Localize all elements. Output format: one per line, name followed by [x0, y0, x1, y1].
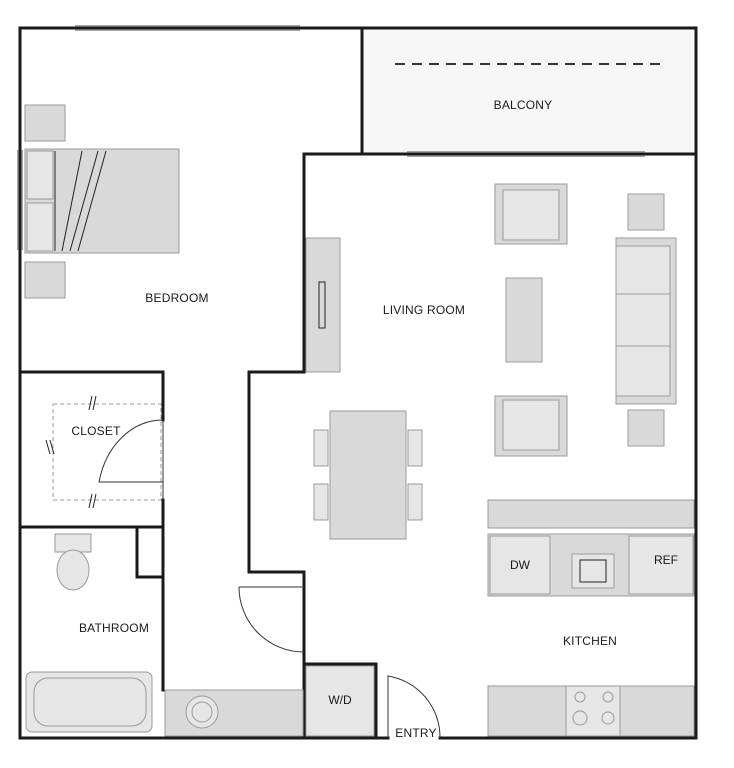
toilet-tank: [54, 533, 92, 553]
chair-2: [313, 483, 329, 521]
windows: [17, 25, 645, 250]
label-bathroom: BATHROOM: [79, 621, 149, 635]
label-bedroom: BEDROOM: [145, 291, 208, 305]
label-refrigerator: REF: [654, 553, 678, 567]
label-kitchen: KITCHEN: [563, 634, 617, 648]
tv-console: [305, 237, 341, 373]
label-entry: ENTRY: [395, 726, 436, 740]
label-washer-dryer: W/D: [328, 693, 352, 707]
pillow-2: [26, 202, 54, 252]
pillow-1: [26, 150, 54, 200]
kitchen-upper-counter: [487, 499, 695, 529]
living-furniture: [305, 183, 677, 457]
kitchen-sink: [571, 553, 615, 589]
refrigerator: [628, 535, 694, 595]
label-dishwasher: DW: [510, 558, 531, 572]
bathroom-fixtures: [25, 533, 305, 737]
label-balcony: BALCONY: [494, 98, 553, 112]
walls: [18, 26, 698, 740]
bedroom-furniture: [24, 104, 180, 299]
chair-1: [313, 429, 329, 467]
bathtub-inner: [33, 677, 147, 727]
nightstand-top: [24, 104, 66, 142]
toilet-bowl: [56, 549, 90, 591]
dining-set: [313, 410, 423, 540]
label-living-room: LIVING ROOM: [383, 303, 465, 317]
nightstand-bottom: [24, 261, 66, 299]
balcony-area: [362, 28, 696, 154]
label-closet: CLOSET: [71, 424, 121, 438]
washer-dryer: [305, 665, 375, 737]
coffee-table: [505, 277, 543, 363]
dishwasher: [489, 535, 551, 595]
side-table-bottom: [627, 409, 665, 447]
dining-table: [329, 410, 407, 540]
chair-3: [407, 429, 423, 467]
side-table-top: [627, 193, 665, 231]
kitchen-fixtures: [387, 499, 695, 739]
chair-4: [407, 483, 423, 521]
closet-details: [45, 395, 164, 509]
